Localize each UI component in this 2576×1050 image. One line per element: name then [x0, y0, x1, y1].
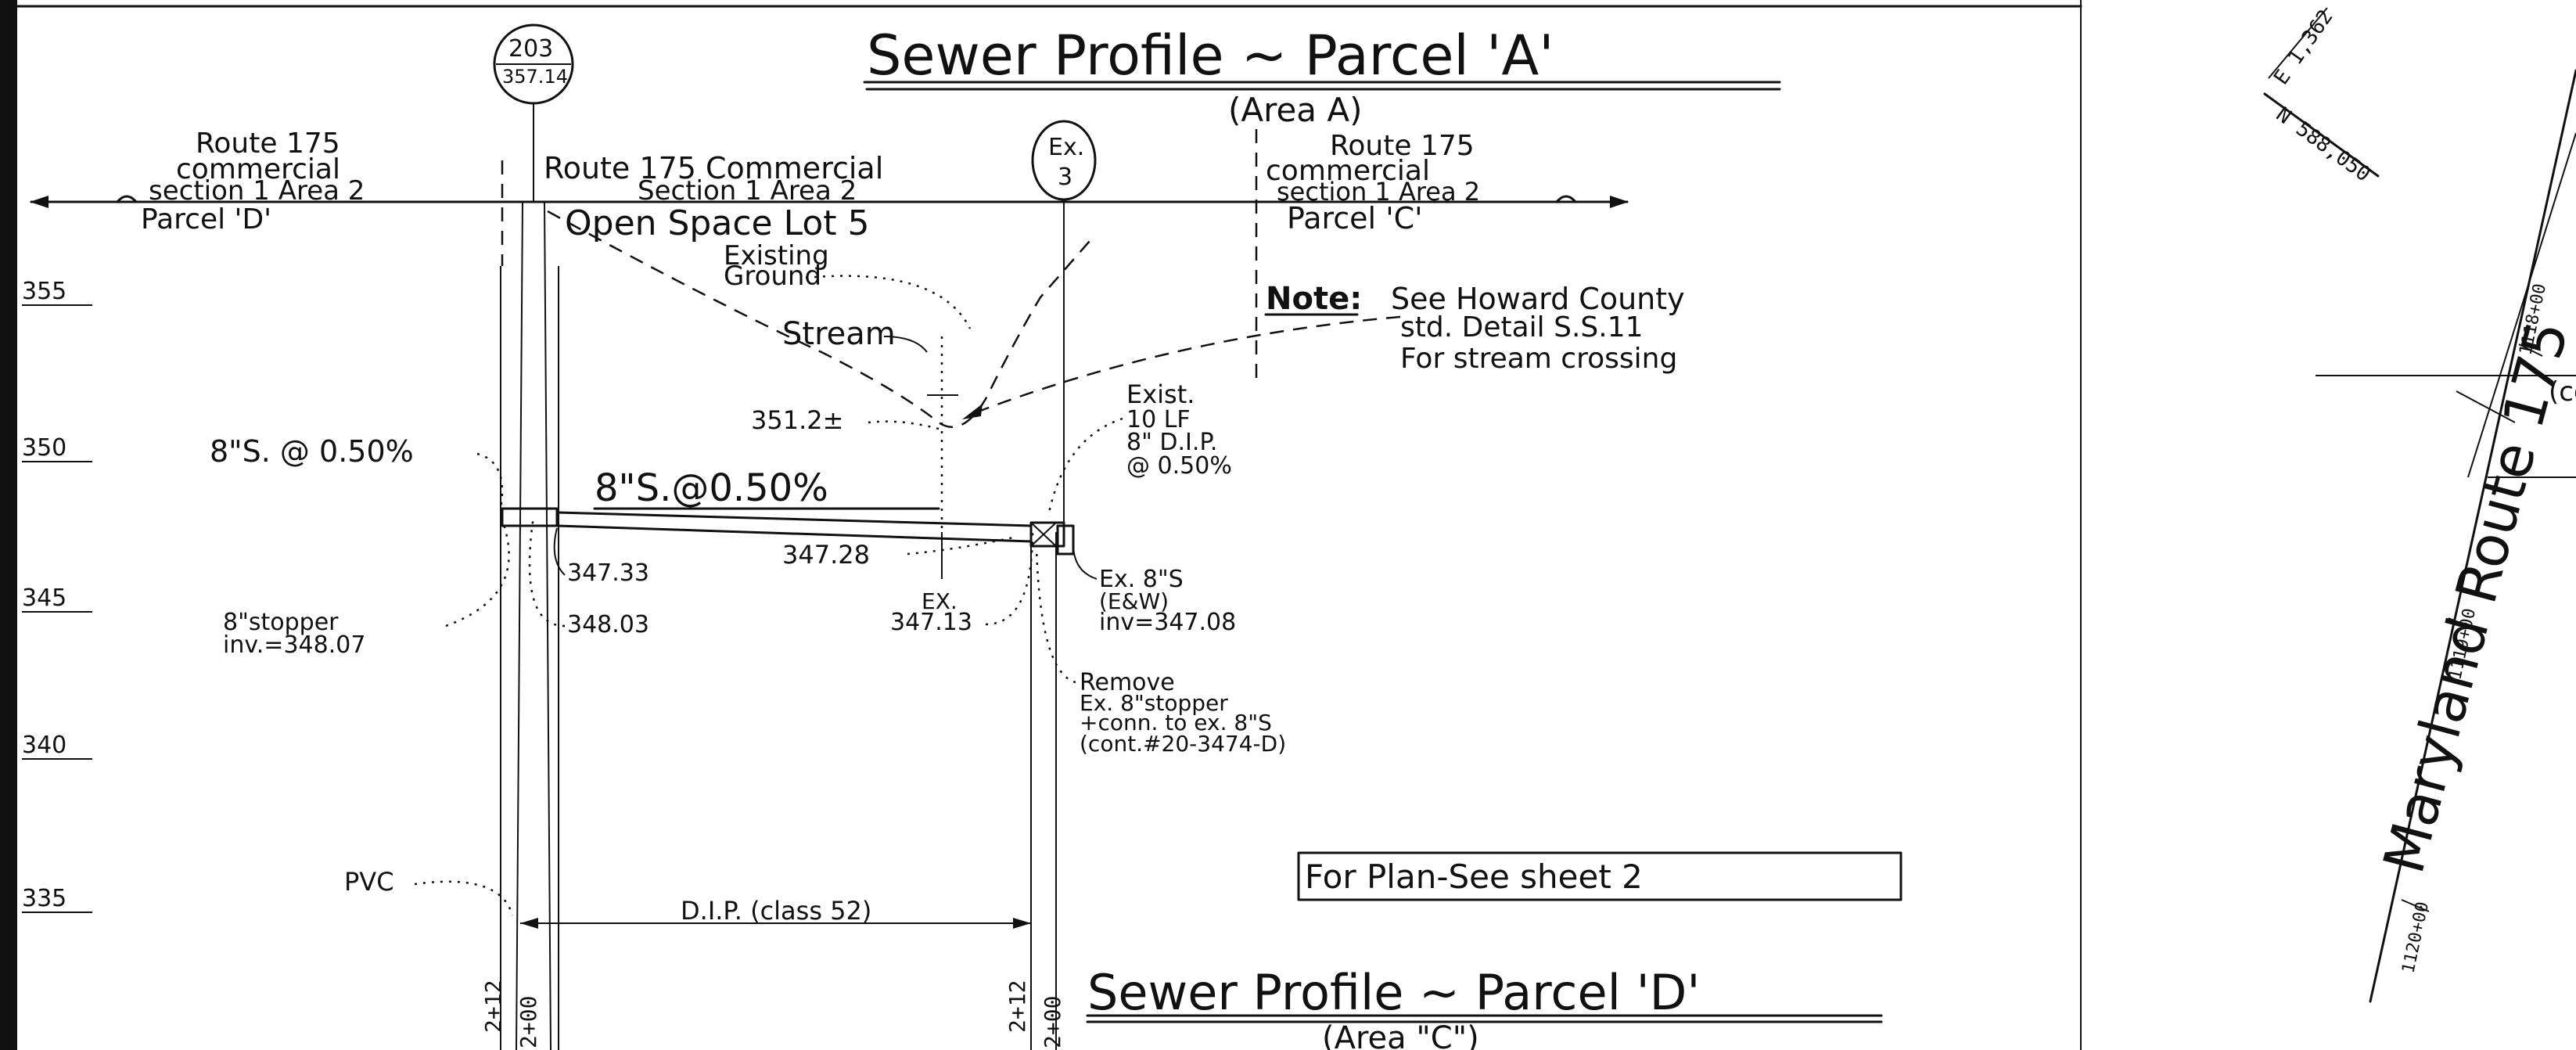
- coordinate-n-label: N 588,050: [2272, 102, 2375, 186]
- note-line-2: std. Detail S.S.11: [1400, 311, 1644, 343]
- existing-ground-label-1: Existing: [724, 240, 829, 271]
- manhole-203-wall-right: [544, 201, 551, 1050]
- svg-text:commercial: commercial: [176, 153, 340, 185]
- note-line-3: For stream crossing: [1400, 343, 1677, 375]
- manhole-203-rim: 357.14: [502, 66, 568, 88]
- road-name-label: Maryland Route 175: [2370, 314, 2576, 879]
- location-sketch: Maryland Route 175 1118+00 1119+00 1120+…: [2263, 5, 2576, 1003]
- svg-text:section 1 Area 2: section 1 Area 2: [1277, 177, 1480, 207]
- ex-8s-label: Ex. 8"S (E&W) inv=347.08: [1072, 543, 1236, 636]
- svg-text:inv.=348.07: inv.=348.07: [223, 631, 365, 659]
- note-head: Note:: [1266, 281, 1362, 317]
- svg-text:Open Space Lot 5: Open Space Lot 5: [565, 203, 869, 243]
- second-subtitle: (Area "C"): [1322, 1020, 1479, 1050]
- dip-dimension: D.I.P. (class 52): [520, 896, 1031, 929]
- svg-text:Route 175 Commercial: Route 175 Commercial: [544, 151, 883, 185]
- elevation-335: 335: [22, 885, 66, 912]
- svg-text:Route 175: Route 175: [196, 128, 340, 160]
- pipe-main-label: 8"S.@0.50%: [595, 466, 828, 510]
- svg-text:10 LF: 10 LF: [1126, 406, 1191, 433]
- manhole-203-base: [501, 507, 559, 527]
- station-1120-label: 1120+00: [2398, 900, 2433, 975]
- svg-text:Parcel 'C': Parcel 'C': [1287, 201, 1423, 236]
- svg-text:section 1 Area 2: section 1 Area 2: [149, 175, 365, 207]
- property-line: [30, 195, 1629, 208]
- second-title-block: Sewer Profile ~ Parcel 'D' (Area "C"): [1086, 964, 1883, 1050]
- plan-reference-box: For Plan-See sheet 2: [1297, 851, 1902, 901]
- svg-text:(E&W): (E&W): [1099, 588, 1169, 614]
- road-edge-right: [2467, 132, 2576, 478]
- svg-text:@ 0.50%: @ 0.50%: [1126, 452, 1232, 480]
- svg-text:inv=347.08: inv=347.08: [1099, 609, 1236, 636]
- coordinate-e-label: E 1,362: [2269, 5, 2337, 89]
- elevation-340: 340: [22, 732, 66, 759]
- station-label-2: 2+00: [516, 996, 541, 1048]
- invert-347-33: 347.33: [567, 559, 649, 587]
- svg-text:8"stopper: 8"stopper: [223, 609, 339, 636]
- note-leader-line: [969, 315, 1401, 416]
- existing-ground-line: [547, 210, 1096, 428]
- svg-text:Ex. 8"S: Ex. 8"S: [1099, 566, 1184, 593]
- pipe-left-label: 8"S. @ 0.50%: [210, 434, 414, 469]
- svg-text:Route 175: Route 175: [1330, 130, 1475, 162]
- existing-ground-label-2: Ground: [724, 261, 821, 292]
- main-subtitle: (Area A): [1228, 91, 1363, 129]
- stopper-label: 8"stopper inv.=348.07: [223, 516, 510, 659]
- invert-347-13: 347.13: [890, 609, 972, 636]
- manhole-203: 203 357.14: [493, 23, 574, 1050]
- stream-label: Stream: [782, 316, 896, 352]
- cont-label: (cont: [2549, 376, 2576, 408]
- plan-reference-text: For Plan-See sheet 2: [1305, 858, 1643, 896]
- svg-text:Exist.: Exist.: [1126, 379, 1195, 409]
- elevation-345: 345: [22, 584, 66, 612]
- invert-347-28: 347.28: [782, 540, 870, 570]
- svg-text:Section 1 Area 2: Section 1 Area 2: [638, 175, 857, 207]
- manhole-203-number: 203: [508, 35, 553, 63]
- elevation-scale: 355 350 345 340 335: [22, 278, 92, 913]
- left-border-bar: [0, 0, 17, 1050]
- svg-text:commercial: commercial: [1266, 155, 1430, 187]
- manhole-ex3-label: Ex.: [1048, 134, 1084, 161]
- remove-stopper-label: Remove Ex. 8"stopper +conn. to ex. 8"S (…: [1035, 547, 1286, 757]
- main-title-block: Sewer Profile ~ Parcel 'A' (Area A): [863, 23, 1781, 129]
- invert-348-03: 348.03: [567, 611, 649, 638]
- pvc-label: PVC: [344, 867, 394, 897]
- svg-text:Parcel 'D': Parcel 'D': [141, 203, 271, 236]
- svg-text:(cont.#20-3474-D): (cont.#20-3474-D): [1080, 731, 1286, 757]
- parcel-left-label: Route 175 commercial section 1 Area 2 Pa…: [141, 128, 365, 236]
- road-centerline: [2369, 69, 2576, 1003]
- manhole-203-wall-left: [516, 201, 523, 1050]
- manhole-ex3: Ex. 3: [1029, 120, 1097, 1050]
- second-title: Sewer Profile ~ Parcel 'D': [1087, 964, 1700, 1021]
- station-label-4: 2+00: [1040, 996, 1065, 1048]
- station-label-1: 2+12: [480, 980, 506, 1033]
- svg-text:+conn. to ex. 8"S: +conn. to ex. 8"S: [1080, 710, 1272, 735]
- main-title: Sewer Profile ~ Parcel 'A': [867, 23, 1554, 88]
- stream-crossing-note: Note: See Howard County std. Detail S.S.…: [1264, 281, 1685, 375]
- svg-text:Remove: Remove: [1080, 669, 1175, 696]
- svg-text:Ex. 8"stopper: Ex. 8"stopper: [1080, 690, 1228, 716]
- dip-class-label: D.I.P. (class 52): [681, 896, 871, 926]
- manhole-ex3-number: 3: [1058, 164, 1072, 191]
- elevation-350: 350: [22, 434, 66, 462]
- parcel-right-label: Route 175 commercial section 1 Area 2 Pa…: [1266, 130, 1480, 236]
- station-label-3: 2+12: [1004, 980, 1030, 1033]
- elevation-351-label: 351.2±: [751, 405, 843, 435]
- exist-dip-label: Exist. 10 LF 8" D.I.P. @ 0.50%: [1047, 379, 1232, 517]
- sewer-pipe-main: [555, 511, 1033, 543]
- elevation-355: 355: [22, 278, 66, 305]
- note-line-1: See Howard County: [1391, 282, 1685, 316]
- parcel-center-label: Route 175 Commercial Section 1 Area 2 Op…: [544, 151, 883, 243]
- svg-text:8" D.I.P.: 8" D.I.P.: [1126, 429, 1217, 456]
- ex-label: EX.: [922, 588, 957, 614]
